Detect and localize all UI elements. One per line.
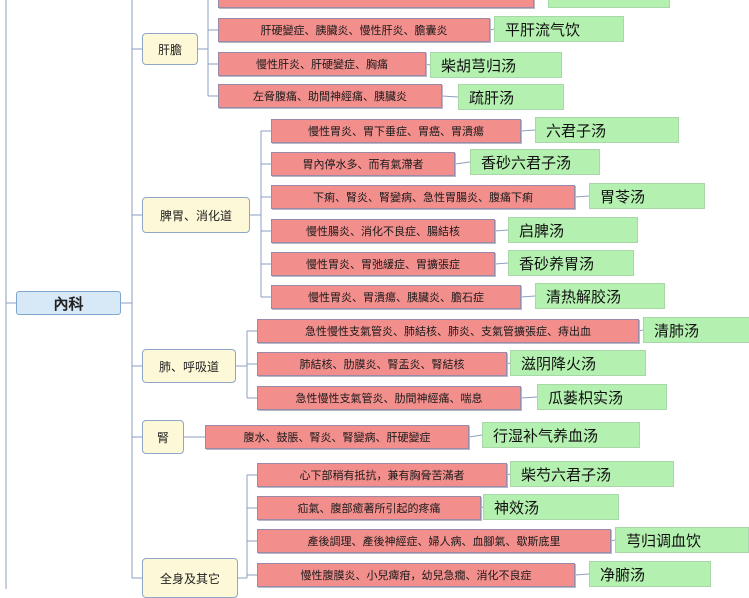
connector-line: [520, 396, 538, 399]
connector-line: [489, 28, 495, 31]
connector-line: [425, 63, 431, 66]
connector-line: [494, 262, 509, 265]
symptom-node[interactable]: 左脅腹痛、助間神經痛、胰臟炎: [218, 84, 442, 108]
remedy-node[interactable]: 净腑汤: [589, 561, 711, 587]
remedy-node[interactable]: 疏肝汤: [458, 84, 564, 110]
remedy-node[interactable]: 胃苓汤: [589, 183, 705, 209]
connector-line: [468, 434, 483, 438]
symptom-node[interactable]: 肺結核、肋膜炎、腎盂炎、腎結核: [257, 352, 507, 376]
category-lung-respiratory[interactable]: 肺、呼吸道: [142, 349, 236, 383]
connector-line: [454, 161, 471, 165]
symptom-node[interactable]: 心下部稍有抵抗，兼有胸脅苦滿者: [257, 463, 507, 487]
category-kidney[interactable]: 腎: [142, 420, 184, 454]
remedy-node[interactable]: 行湿补气养血汤: [482, 422, 640, 448]
remedy-node[interactable]: 滋阴降火汤: [510, 350, 646, 376]
connector-line: [520, 295, 536, 298]
remedy-node[interactable]: 六君子汤: [535, 117, 679, 143]
symptom-node[interactable]: 急性慢性支氣管炎、肺結核、肺炎、支氣管擴張症、痔出血: [257, 319, 639, 343]
remedy-node-cut-off[interactable]: [548, 0, 670, 8]
symptom-node[interactable]: 慢性腹膜炎、小兒痺疳，幼兒急癇、消化不良症: [257, 563, 575, 587]
remedy-node[interactable]: 柴胡芎归汤: [430, 52, 562, 78]
connector-line: [506, 362, 511, 365]
remedy-node[interactable]: 柴芍六君子汤: [510, 461, 674, 487]
remedy-node[interactable]: 香砂六君子汤: [470, 149, 600, 175]
symptom-node[interactable]: 腹水、鼓脹、腎炎、腎變病、肝硬變症: [205, 425, 469, 449]
symptom-node[interactable]: 慢性胃炎、胃弛緩症、胃擴張症: [271, 252, 495, 276]
connector-line: [574, 573, 590, 576]
category-spleen-stomach[interactable]: 脾胃、消化道: [142, 197, 250, 233]
connector-line: [610, 539, 616, 542]
remedy-node[interactable]: 芎归调血饮: [615, 527, 749, 553]
category-liver-gallbladder[interactable]: 肝膽: [142, 33, 198, 65]
root-node-internal-medicine[interactable]: 內科: [16, 291, 121, 315]
connector-line: [520, 129, 536, 132]
symptom-node[interactable]: 慢性腸炎、消化不良症、腸結核: [271, 219, 495, 243]
connector-line: [574, 195, 590, 198]
remedy-node[interactable]: 启脾汤: [508, 217, 638, 243]
symptom-node[interactable]: 慢性胃炎、胃下垂症、胃癌、胃潰瘍: [271, 119, 521, 143]
connector-line: [638, 329, 644, 332]
symptom-node-cut-off[interactable]: [218, 0, 534, 8]
symptom-node[interactable]: 下痢、腎炎、腎變病、急性胃腸炎、腹痛下痢: [271, 185, 575, 209]
connector-line: [506, 473, 511, 476]
connector-line: [480, 506, 484, 509]
remedy-node[interactable]: 香砂养胃汤: [508, 250, 634, 276]
remedy-node[interactable]: 平肝流气饮: [494, 16, 624, 42]
connector-line: [441, 95, 459, 98]
remedy-node[interactable]: 清热解胶汤: [535, 283, 665, 309]
category-whole-body-other[interactable]: 全身及其它: [142, 558, 238, 598]
connector-line: [494, 229, 509, 232]
symptom-node[interactable]: 慢性胃炎、胃潰瘍、胰臟炎、膽石症: [271, 285, 521, 309]
remedy-node[interactable]: 神效汤: [483, 494, 619, 520]
remedy-node[interactable]: 瓜蒌枳实汤: [537, 384, 667, 410]
symptom-node[interactable]: 肝硬變症、胰臟炎、慢性肝炎、膽囊炎: [218, 18, 490, 42]
symptom-node[interactable]: 產後調理、產後神經症、婦人病、血腳氣、歇斯底里: [257, 529, 611, 553]
symptom-node[interactable]: 急性慢性支氣管炎、肋間神經痛、喘息: [257, 386, 521, 410]
symptom-node[interactable]: 慢性肝炎、肝硬變症、胸痛: [218, 52, 426, 76]
remedy-node[interactable]: 清肺汤: [643, 317, 749, 343]
symptom-node[interactable]: 疝氣、腹部癒著所引起的疼痛: [257, 496, 481, 520]
symptom-node[interactable]: 胃內停水多、而有氣滯者: [271, 152, 455, 176]
